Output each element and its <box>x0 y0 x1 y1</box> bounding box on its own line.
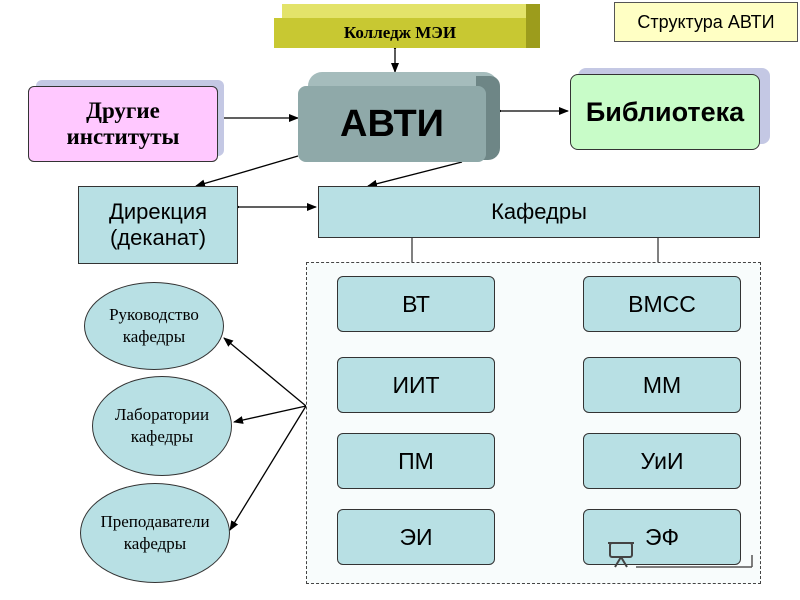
department-mm: ММ <box>583 357 741 413</box>
department-uii: УиИ <box>583 433 741 489</box>
department-vt: ВТ <box>337 276 495 332</box>
arrow-group-labs <box>233 405 307 424</box>
ellipse-labs-line-2: кафедры <box>130 427 194 446</box>
ellipse-leadership-line-1: Руководство <box>109 304 199 324</box>
college-box-top <box>282 4 540 20</box>
presentation-logo-icon <box>608 542 753 568</box>
other-institutes-box: Другие институты <box>28 86 218 162</box>
department-pm: ПМ <box>337 433 495 489</box>
department-vmss: ВМСС <box>583 276 741 332</box>
ellipse-teachers: Преподаватели кафедры <box>80 483 230 583</box>
directorate-line-1: Дирекция <box>108 198 208 224</box>
other-institutes-line-1: Другие <box>86 97 160 123</box>
departments-header-box: Кафедры <box>318 186 760 238</box>
ellipse-labs: Лаборатории кафедры <box>92 376 232 476</box>
library-box: Библиотека <box>570 74 760 150</box>
ellipse-leadership-line-2: кафедры <box>122 327 186 346</box>
ellipse-labs-line-1: Лаборатории <box>114 404 210 424</box>
arrow-group-teachers <box>229 405 307 531</box>
directorate-box: Дирекция (деканат) <box>78 186 238 264</box>
department-iit: ИИТ <box>337 357 495 413</box>
other-institutes-line-2: институты <box>66 124 180 149</box>
department-ei: ЭИ <box>337 509 495 565</box>
directorate-line-2: (деканат) <box>109 225 207 250</box>
ellipse-teachers-line-2: кафедры <box>123 534 187 553</box>
ellipse-teachers-line-1: Преподаватели <box>100 511 210 531</box>
ellipse-leadership: Руководство кафедры <box>84 282 224 370</box>
college-box-side <box>526 4 540 48</box>
arrow-avti-departments <box>367 161 463 188</box>
arrow-group-leadership <box>223 337 307 407</box>
college-box: Колледж МЭИ <box>274 18 526 48</box>
slide-title: Структура АВТИ <box>614 2 798 42</box>
avti-box: АВТИ <box>298 86 486 162</box>
arrow-avti-directorate <box>195 155 299 188</box>
